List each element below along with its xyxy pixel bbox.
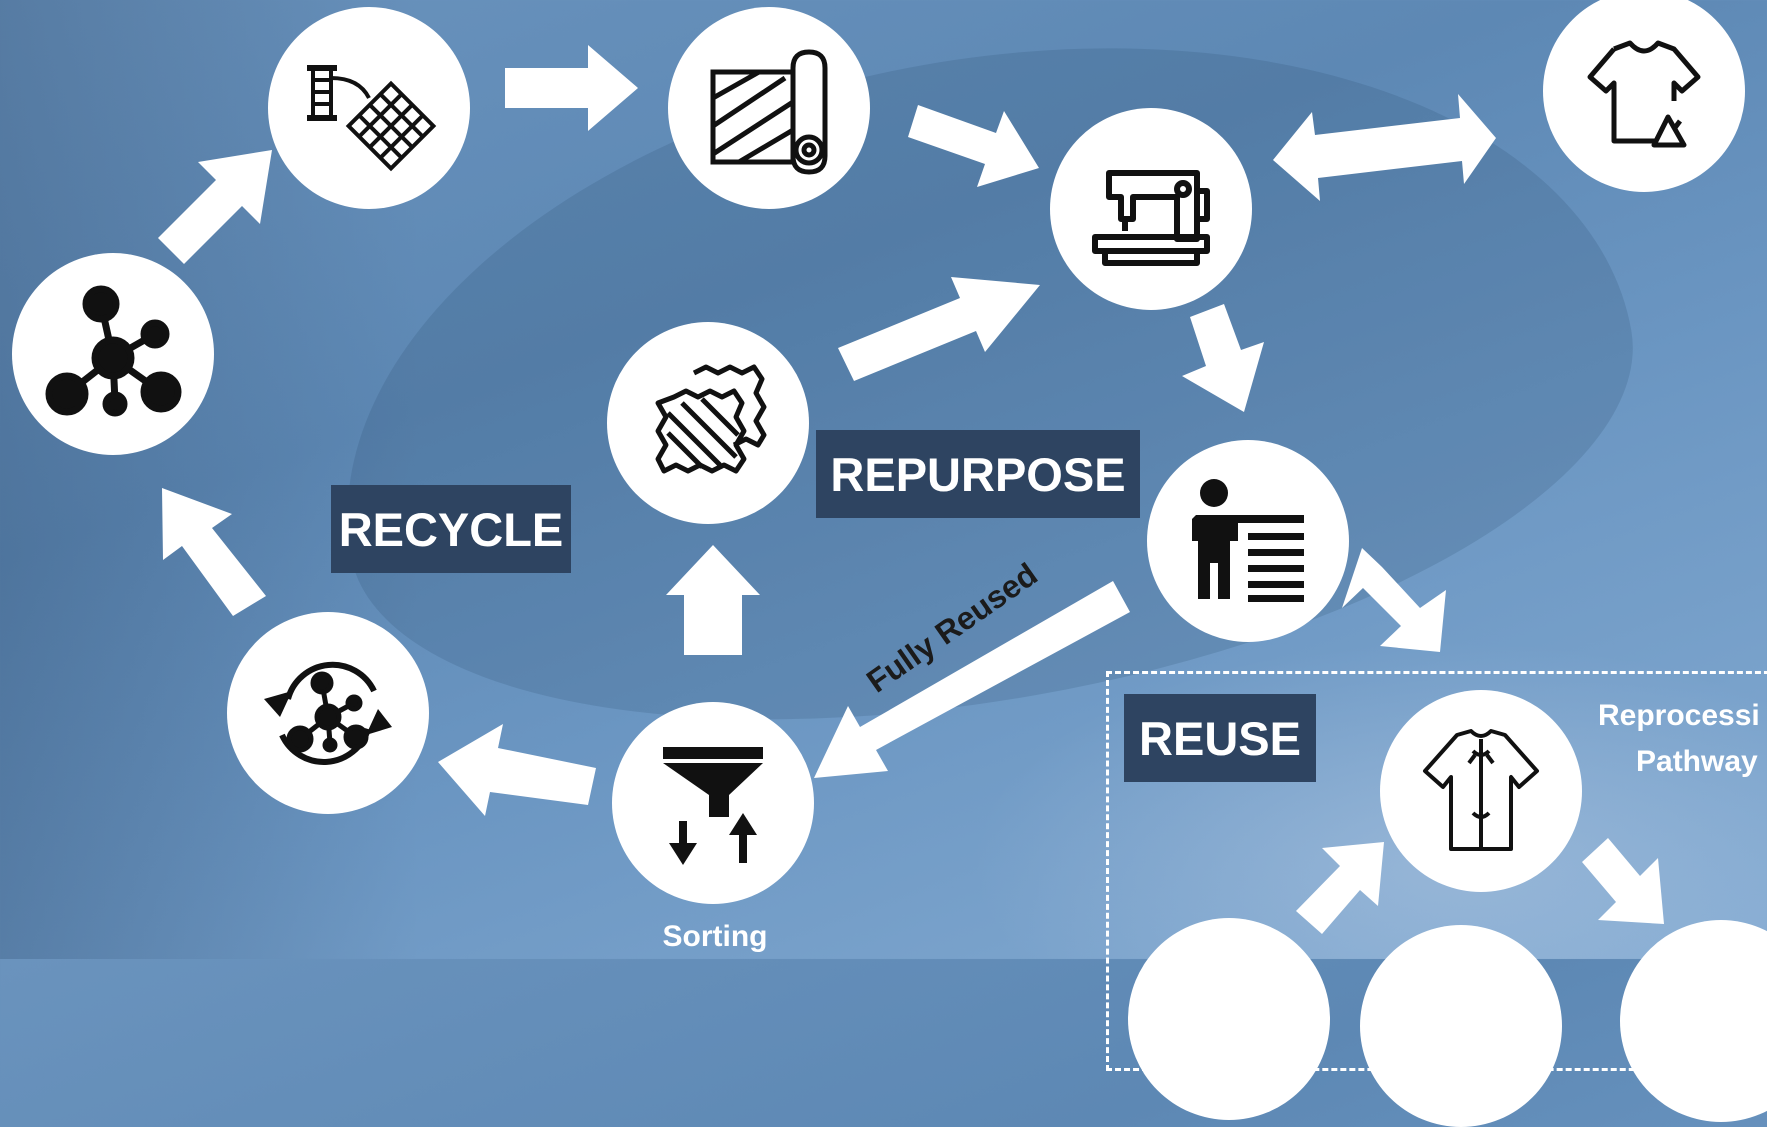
molecule-cycle-icon bbox=[264, 661, 392, 765]
sorting-caption: Sorting bbox=[662, 920, 768, 953]
yarn-weave-icon bbox=[307, 65, 437, 172]
arrow-fabric-to-sewing bbox=[908, 105, 1039, 187]
reprocessing-caption-line1: Reprocessi bbox=[1598, 699, 1760, 732]
arrow-yarn-to-fabric bbox=[505, 45, 638, 131]
arrow-reuse-inner-2 bbox=[1582, 838, 1664, 924]
node-molecule bbox=[12, 253, 214, 455]
node-fabric bbox=[668, 7, 870, 209]
fabric-roll-icon bbox=[710, 49, 828, 175]
node-scraps bbox=[607, 322, 809, 524]
funnel-sort-icon bbox=[663, 747, 763, 865]
recycle-label: RECYCLE bbox=[331, 485, 571, 573]
node-recycle-molecule bbox=[227, 612, 429, 814]
arrow-user-reuse bbox=[1342, 548, 1446, 652]
node-gown bbox=[1380, 690, 1582, 892]
arrow-recycle-to-molecule bbox=[162, 488, 266, 616]
node-sewing bbox=[1050, 108, 1252, 310]
arrow-user-to-sorting bbox=[814, 581, 1130, 778]
reuse-label: REUSE bbox=[1124, 694, 1316, 782]
arrow-molecule-to-yarn bbox=[158, 150, 272, 264]
arrow-sewing-tshirt bbox=[1273, 94, 1496, 201]
arrows-layer bbox=[0, 0, 1767, 959]
node-yarn bbox=[268, 7, 470, 209]
node-sorting bbox=[612, 702, 814, 904]
molecule-icon bbox=[45, 285, 182, 417]
node-user bbox=[1147, 440, 1349, 642]
arrow-scraps-to-sewing bbox=[838, 277, 1040, 381]
reprocessing-caption-line2: Pathway bbox=[1636, 745, 1758, 778]
arrow-sorting-to-scraps bbox=[666, 545, 760, 655]
tshirt-recycle-icon bbox=[1587, 40, 1701, 148]
arrow-reuse-inner-1 bbox=[1296, 842, 1384, 934]
user-list-icon bbox=[1192, 479, 1304, 602]
arrow-sewing-to-user bbox=[1182, 304, 1264, 412]
arrow-sorting-to-recycle bbox=[438, 724, 596, 816]
gown-icon bbox=[1423, 729, 1539, 851]
node-tshirt bbox=[1543, 0, 1745, 192]
repurpose-label: REPURPOSE bbox=[816, 430, 1140, 518]
fabric-scraps-icon bbox=[655, 364, 767, 474]
sewing-machine-icon bbox=[1092, 170, 1210, 266]
